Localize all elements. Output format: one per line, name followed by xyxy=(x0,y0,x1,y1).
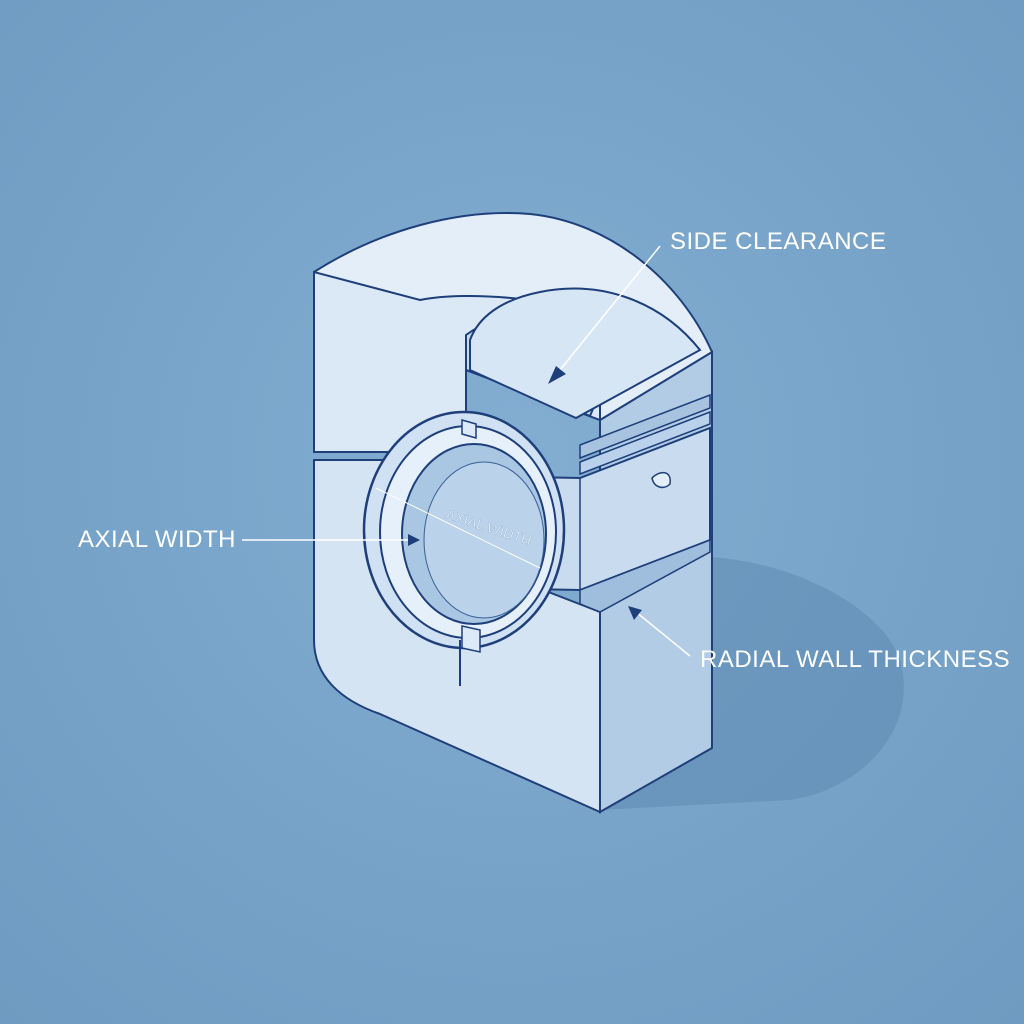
ring-gap-top xyxy=(461,419,477,439)
lower-step xyxy=(579,538,711,613)
axial-width-label: AXIAL WIDTH xyxy=(78,526,236,553)
leader-radial-wall-arrow xyxy=(628,606,642,620)
leader-side-clearance-arrow xyxy=(548,366,566,384)
pin-bump xyxy=(651,471,671,489)
ring-gap-bottom xyxy=(461,625,481,653)
radial-wall-thickness-label: RADIAL WALL THICKNESS xyxy=(700,646,1011,673)
leader-radial-wall xyxy=(635,611,691,657)
side-clearance-label: SIDE CLEARANCE xyxy=(670,228,887,255)
leader-axial-width-arrow xyxy=(408,534,420,546)
bore-depth xyxy=(423,461,545,619)
groove-band-2 xyxy=(579,410,711,476)
axial-width-span xyxy=(375,487,541,569)
cap-top xyxy=(469,287,702,420)
leader-side-clearance xyxy=(559,245,661,371)
groove-band-1 xyxy=(579,393,711,460)
